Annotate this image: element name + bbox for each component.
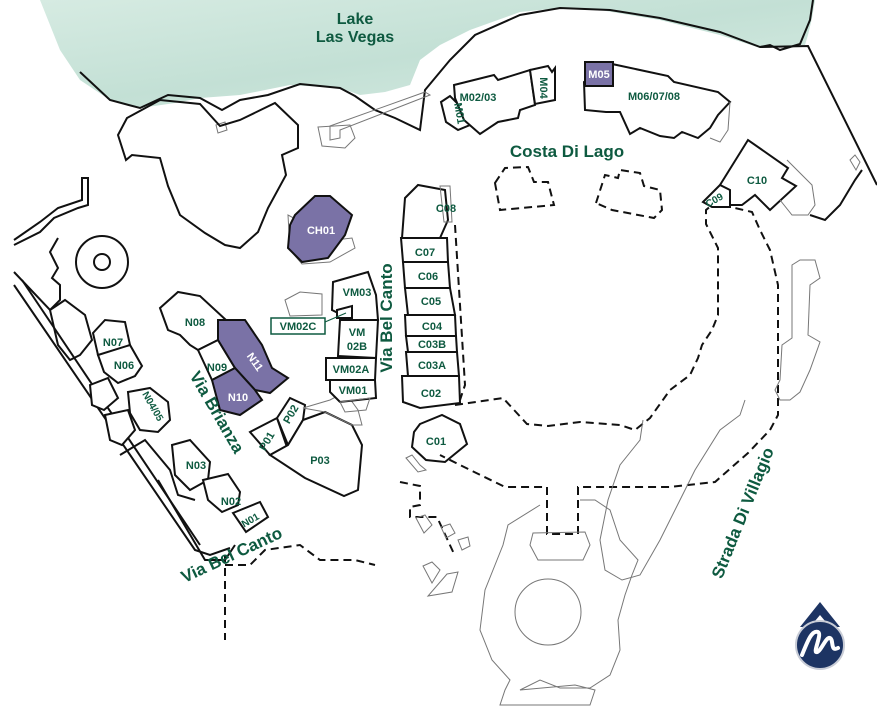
building-n10[interactable] — [210, 366, 264, 417]
label-n10: N10 — [228, 392, 248, 404]
label-c01: C01 — [426, 436, 446, 448]
west-parcel — [116, 98, 299, 250]
street-label-strada-di-villagio: Strada Di Villagio — [708, 445, 778, 581]
label-vm02b-line1: VM — [349, 327, 366, 339]
building-m06-07-08[interactable] — [582, 62, 732, 140]
water-drop-m-logo-icon — [795, 602, 845, 670]
building-p02[interactable] — [275, 396, 307, 448]
roundabout — [75, 235, 129, 289]
building-ch01[interactable] — [286, 195, 354, 264]
label-c04: C04 — [422, 321, 443, 333]
label-m02-03-text: M02/03 — [460, 92, 497, 104]
label-vm01: VM01 — [339, 385, 368, 397]
area-label-costa-di-lago: Costa Di Lago — [510, 142, 624, 161]
label-vm02c: VM02C — [280, 321, 317, 333]
building-n01[interactable] — [231, 500, 270, 534]
building-p03[interactable] — [268, 410, 364, 498]
building-m04[interactable] — [528, 64, 556, 106]
lake-water-area — [40, 0, 815, 108]
vm02c-callout-box — [270, 317, 326, 335]
building-n06[interactable] — [96, 343, 144, 385]
label-m01-text: M01 — [451, 102, 467, 125]
building-n11[interactable] — [217, 319, 290, 395]
label-n07: N07 — [103, 337, 123, 349]
label-c02: C02 — [421, 388, 441, 400]
building-c01[interactable] — [410, 413, 469, 464]
street-label-via-bel-canto-south: Via Bel Canto — [178, 523, 285, 586]
label-vm03: VM03 — [343, 287, 372, 299]
building-c09[interactable] — [701, 183, 731, 208]
building-n04-05[interactable] — [126, 386, 172, 434]
south-roundabout — [479, 499, 639, 706]
label-c07: C07 — [415, 247, 435, 259]
south-circle — [514, 578, 582, 646]
building-n02[interactable] — [201, 472, 242, 514]
label-n02: N02 — [221, 496, 241, 508]
label-vm02a: VM02A — [333, 364, 370, 376]
lake-label-line2: Las Vegas — [316, 29, 394, 46]
label-n08: N08 — [185, 317, 205, 329]
label-m05: M05 — [588, 69, 609, 81]
label-m04-text: M04 — [537, 77, 549, 99]
label-c10: C10 — [747, 175, 767, 187]
label-p03: P03 — [310, 455, 330, 467]
label-n03: N03 — [186, 460, 206, 472]
plaza-boundary — [439, 198, 779, 535]
building-c10[interactable] — [718, 138, 798, 212]
label-m06-07-08-text: M06/07/08 — [628, 91, 680, 103]
street-label-via-bel-canto-north: Via Bel Canto — [377, 263, 396, 372]
label-ch01: CH01 — [307, 225, 335, 237]
label-c03b: C03B — [418, 339, 446, 351]
label-c06: C06 — [418, 271, 438, 283]
label-n06: N06 — [114, 360, 134, 372]
lake-label-line1: Lake — [337, 11, 374, 28]
building-m02-03[interactable] — [452, 68, 537, 136]
label-c03a: C03A — [418, 360, 446, 372]
building-c02[interactable] — [400, 375, 462, 410]
label-vm02b-line2: 02B — [347, 341, 367, 353]
label-c08: C08 — [436, 203, 456, 215]
label-n09: N09 — [207, 362, 227, 374]
building-m05[interactable] — [584, 61, 614, 87]
label-c05: C05 — [421, 296, 441, 308]
